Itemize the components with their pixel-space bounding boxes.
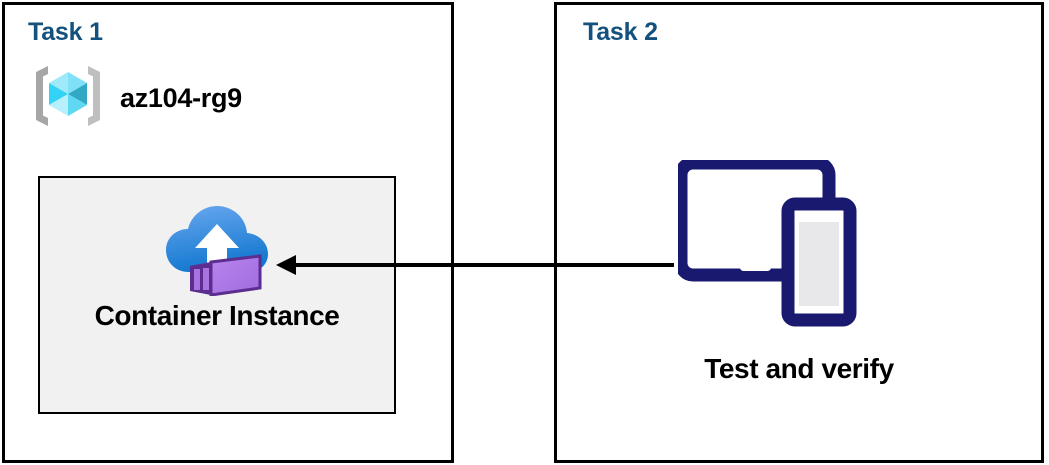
task-2-panel <box>554 2 1044 463</box>
resource-group-row: az104-rg9 <box>30 62 242 135</box>
tablet-and-phone-icon <box>674 156 868 335</box>
task-1-panel <box>2 2 454 463</box>
resource-group-label: az104-rg9 <box>120 83 242 113</box>
container-instance-card: Container Instance <box>38 176 396 414</box>
task-1-heading: Task 1 <box>28 18 103 46</box>
test-and-verify-label: Test and verify <box>704 353 894 384</box>
container-instance-label: Container Instance <box>94 300 340 331</box>
container-instance-icon <box>164 200 270 301</box>
resource-group-icon <box>30 62 106 135</box>
task-2-heading: Task 2 <box>583 18 658 46</box>
